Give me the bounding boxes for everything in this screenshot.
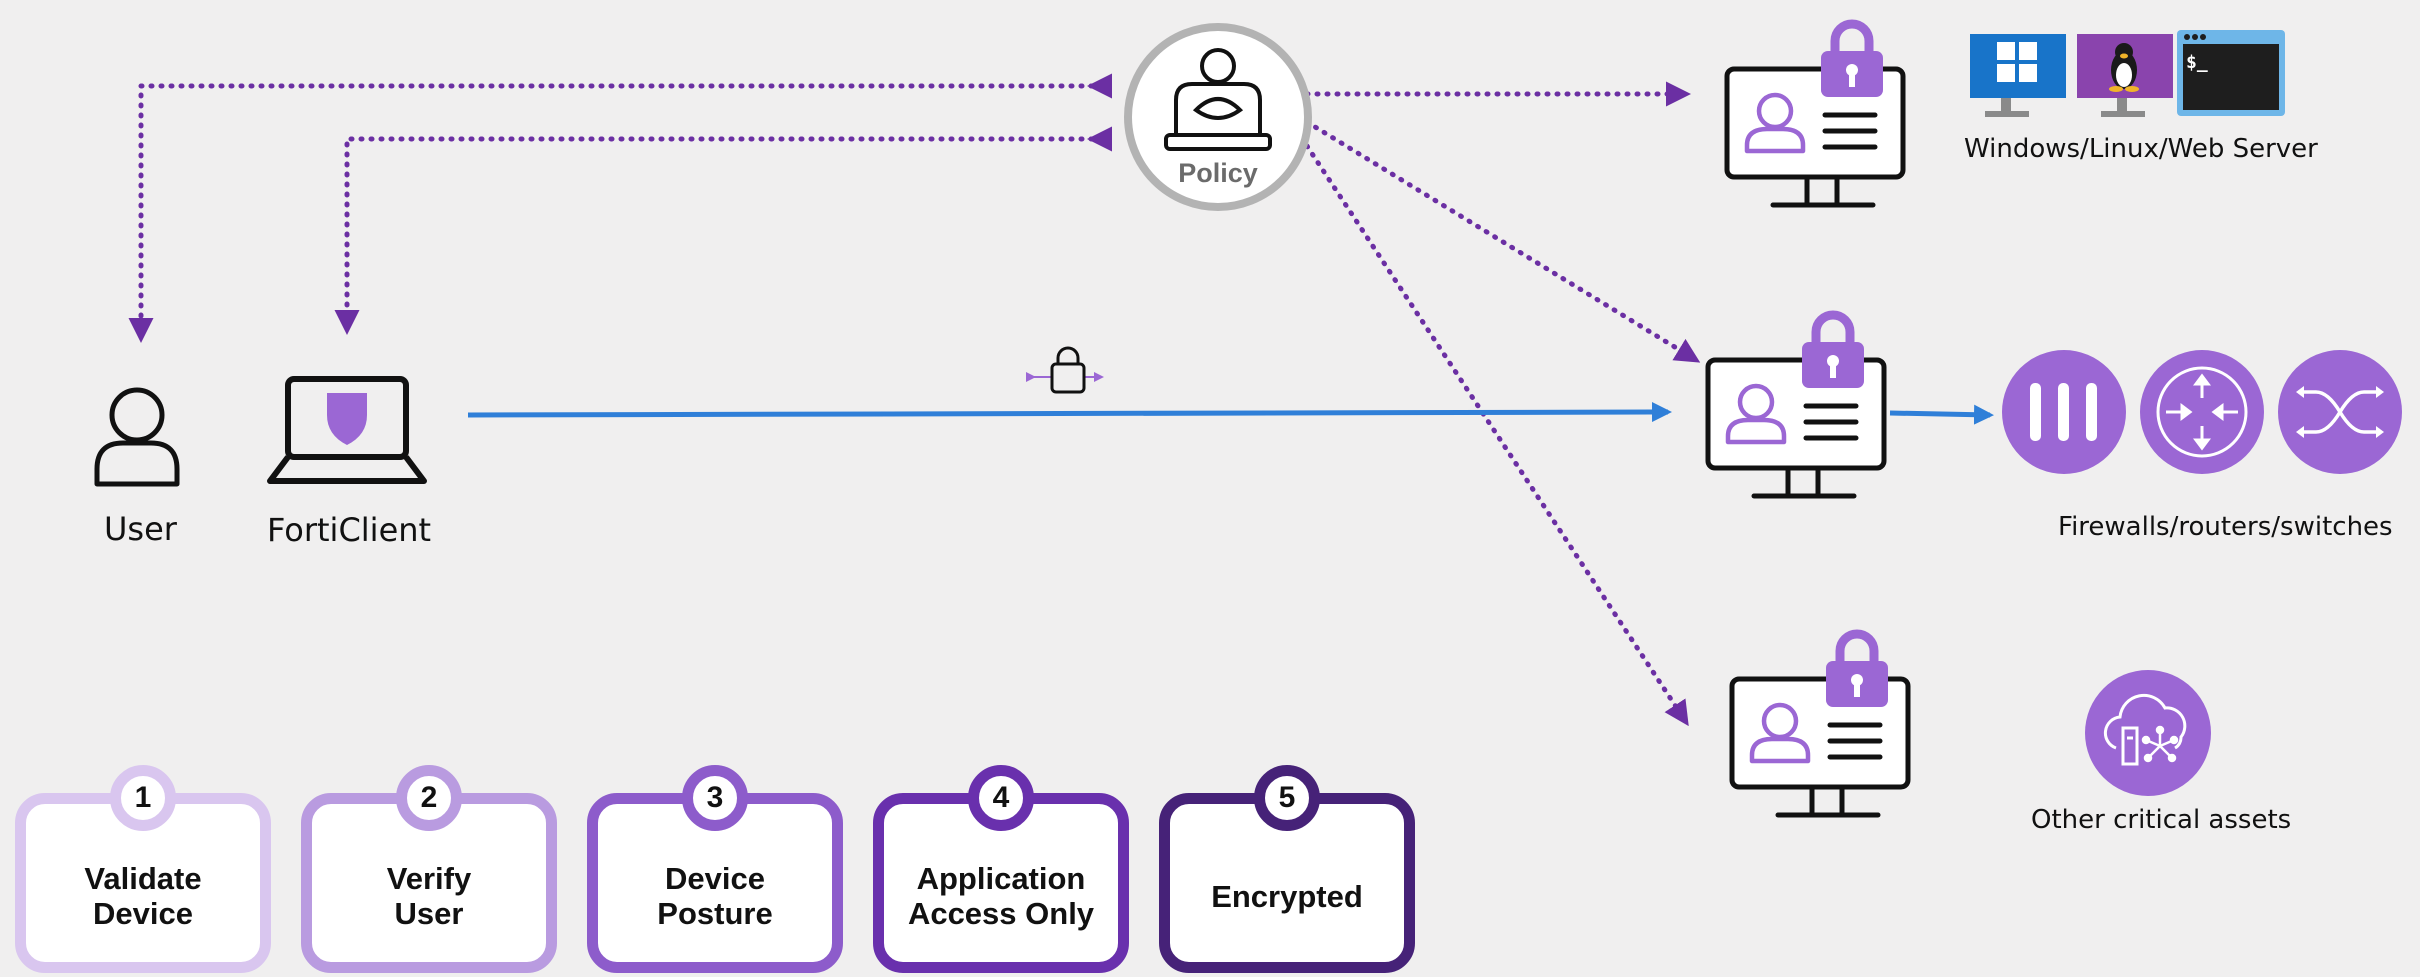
step-number: 2	[396, 765, 462, 831]
encrypted-tunnel-line	[467, 402, 1994, 425]
padlock-icon	[1026, 346, 1104, 394]
monitor-lock-icon	[1732, 634, 1908, 815]
step-number: 5	[1254, 765, 1320, 831]
network-devices-label: Firewalls/routers/switches	[2058, 512, 2393, 542]
linux-icon	[2077, 34, 2173, 117]
user-icon	[94, 387, 180, 487]
windows-icon	[1970, 34, 2066, 117]
monitor-lock-icon	[1727, 24, 1903, 205]
step-number: 1	[110, 765, 176, 831]
monitor-lock-icon	[1708, 315, 1884, 496]
servers-label: Windows/Linux/Web Server	[1964, 134, 2318, 164]
user-policy-connector	[128, 73, 1112, 343]
policy-label: Policy	[1178, 158, 1258, 188]
firewall-icon	[2002, 350, 2126, 474]
step-number: 4	[968, 765, 1034, 831]
terminal-prompt: $_	[2186, 52, 2208, 73]
user-label: User	[104, 510, 177, 548]
policy-network-connector	[1304, 119, 1701, 363]
step-label: Verify User	[386, 861, 472, 931]
step-card-encrypted: 5 Encrypted	[1159, 765, 1415, 973]
policy-node	[1124, 23, 1312, 211]
laptop-shield-icon	[267, 376, 427, 484]
cloud-icon	[2085, 670, 2211, 796]
switch-icon	[2278, 350, 2402, 474]
terminal-icon: $_	[2177, 30, 2285, 116]
router-icon	[2140, 350, 2264, 474]
step-card-verify-user: 2 Verify User	[301, 765, 557, 973]
step-label: Validate Device	[84, 861, 202, 931]
step-label: Device Posture	[657, 861, 773, 931]
forticlient-policy-connector	[334, 126, 1112, 335]
policy-icon	[1164, 48, 1272, 151]
step-card-application-access-only: 4 Application Access Only	[873, 765, 1129, 973]
step-label: Encrypted	[1211, 878, 1363, 914]
policy-assets-connector	[1304, 143, 1689, 727]
step-card-device-posture: 3 Device Posture	[587, 765, 843, 973]
forticlient-label: FortiClient	[267, 511, 432, 549]
step-number: 3	[682, 765, 748, 831]
critical-assets-label: Other critical assets	[2031, 805, 2292, 835]
step-card-validate-device: 1 Validate Device	[15, 765, 271, 973]
step-label: Application Access Only	[907, 861, 1095, 931]
